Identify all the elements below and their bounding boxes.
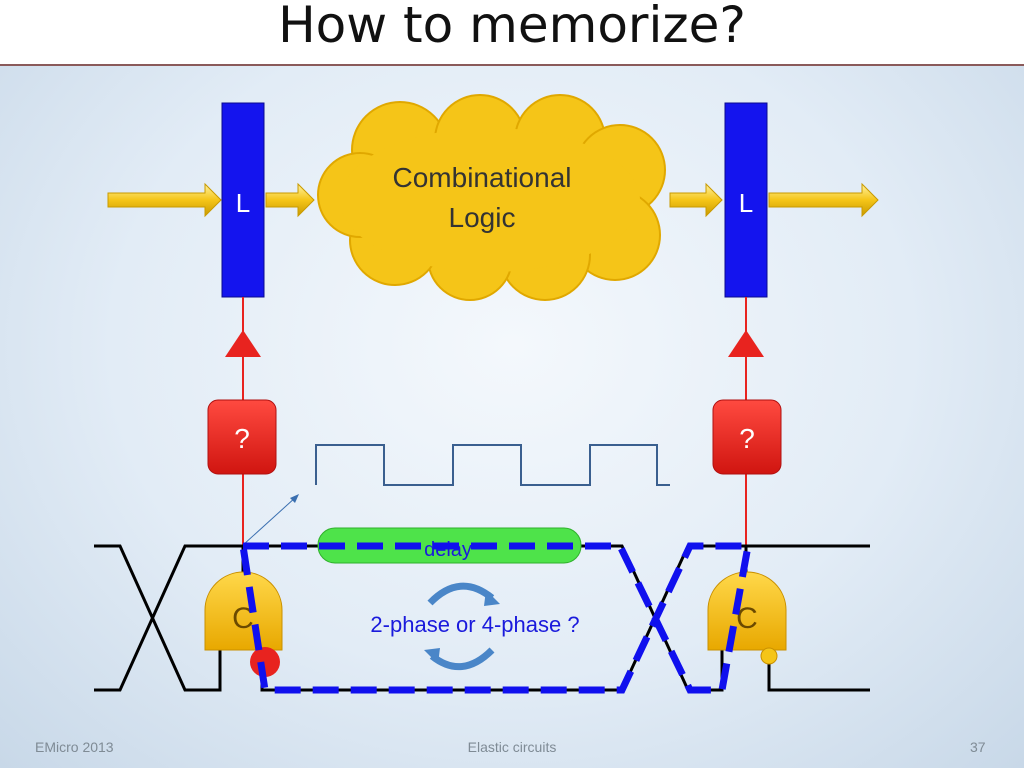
latch-left: L: [221, 102, 265, 298]
title-bar: How to memorize?: [0, 0, 1024, 66]
footer-center: Elastic circuits: [467, 739, 557, 755]
phase-question: 2-phase or 4-phase ?: [370, 612, 579, 637]
cycle-arrow-top-icon: [427, 582, 500, 606]
enable-triangle-right: [728, 330, 764, 357]
cycle-arrow-bottom-icon: [424, 647, 495, 671]
pointer-arrow: [242, 494, 299, 546]
logic-label-line1: Combinational: [393, 162, 572, 193]
combinational-logic-cloud: Combinational Logic: [317, 94, 666, 301]
footer-left: EMicro 2013: [35, 739, 114, 755]
controller-left: ?: [207, 399, 277, 475]
latch-to-logic-arrow: [265, 182, 315, 218]
clock-waveform: [315, 444, 670, 486]
controller-left-label: ?: [234, 423, 250, 454]
latch-right: L: [724, 102, 768, 298]
delay-label: delay: [424, 539, 472, 561]
c-left-label: C: [232, 602, 254, 635]
output-arrow: [768, 182, 879, 218]
slide-title: How to memorize?: [278, 0, 746, 54]
c-right-label: C: [736, 602, 758, 635]
controller-right-label: ?: [739, 423, 755, 454]
logic-to-latch-arrow: [669, 182, 723, 218]
enable-triangle-left: [225, 330, 261, 357]
c-element-left: C: [204, 571, 283, 651]
output-bubble: [760, 647, 778, 665]
dashed-loop: [238, 542, 753, 694]
latch-left-label: L: [236, 188, 250, 218]
page-number: 37: [970, 739, 986, 755]
logic-label-line2: Logic: [449, 202, 516, 233]
c-element-right: C: [707, 571, 787, 651]
enable-lines: [242, 297, 747, 546]
input-arrow: [107, 182, 222, 218]
controller-right: ?: [712, 399, 782, 475]
latch-right-label: L: [739, 188, 753, 218]
inverter-bubble: [250, 647, 280, 677]
